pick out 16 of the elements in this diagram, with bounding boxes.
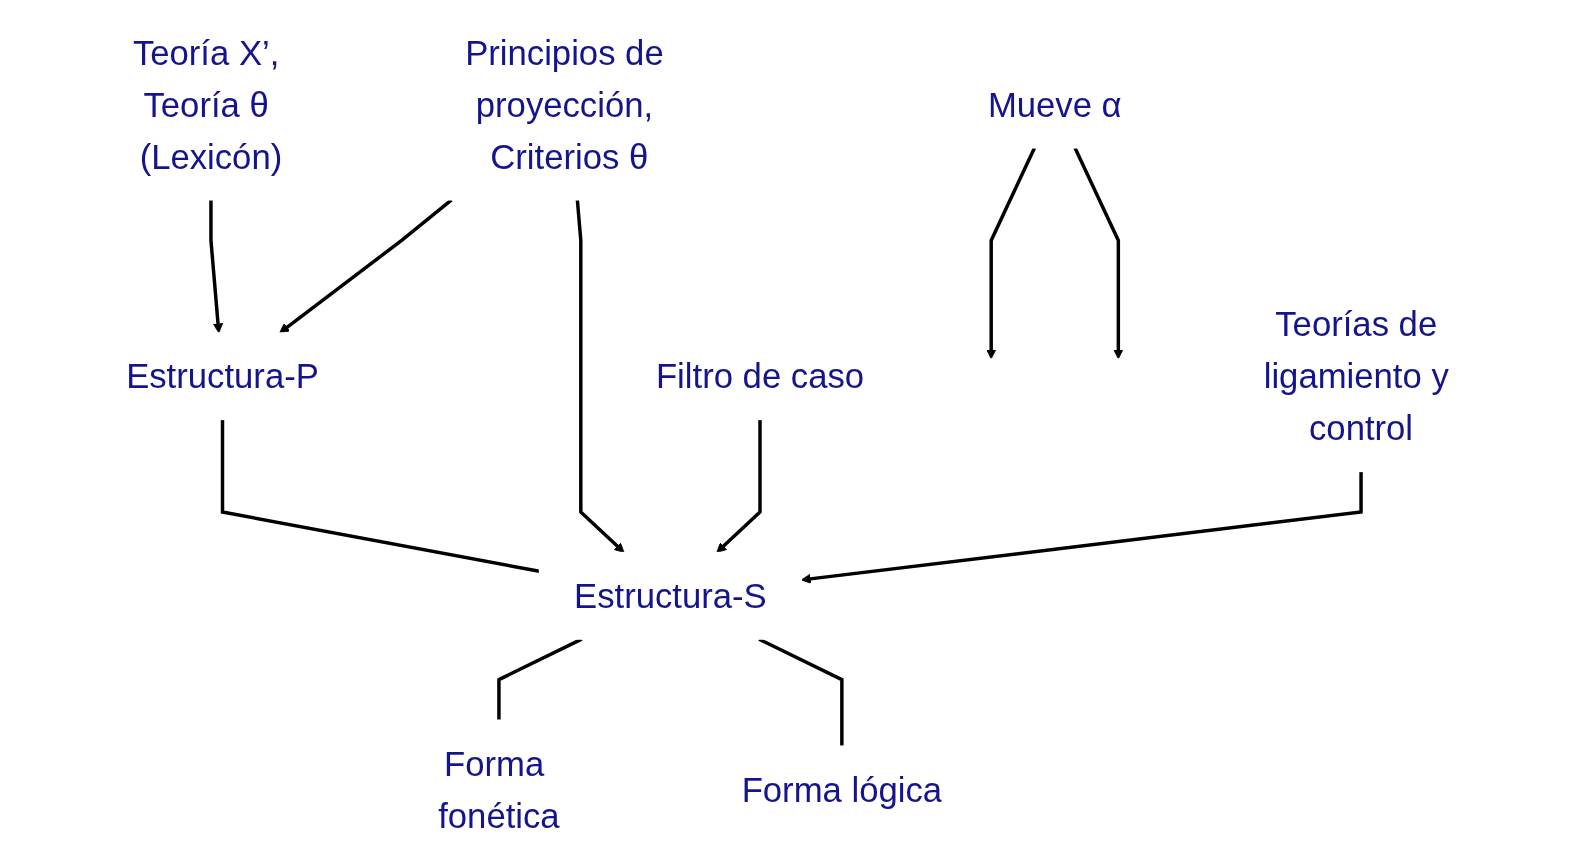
connector: [220, 419, 540, 573]
node-text: Forma lógica: [741, 770, 943, 809]
arrow: [575, 199, 625, 553]
node-text: Filtro de caso: [655, 357, 865, 396]
node-text: Estructura-S: [574, 576, 767, 615]
node-text: Forma fonética: [438, 744, 560, 835]
node-text: Estructura-P: [126, 357, 319, 396]
arrow: [209, 199, 224, 334]
node-text: Teoría X’, Teoría θ (Lexicón): [132, 33, 283, 176]
node-text: Principios de proyección, Criterios θ: [465, 33, 664, 176]
arrow: [279, 198, 453, 334]
arrow: [716, 419, 762, 553]
arrow: [986, 147, 1037, 360]
node-text: Mueve α: [987, 85, 1122, 124]
node-text: Teorías de ligamiento y control: [1263, 305, 1449, 448]
arrow: [1073, 147, 1124, 360]
